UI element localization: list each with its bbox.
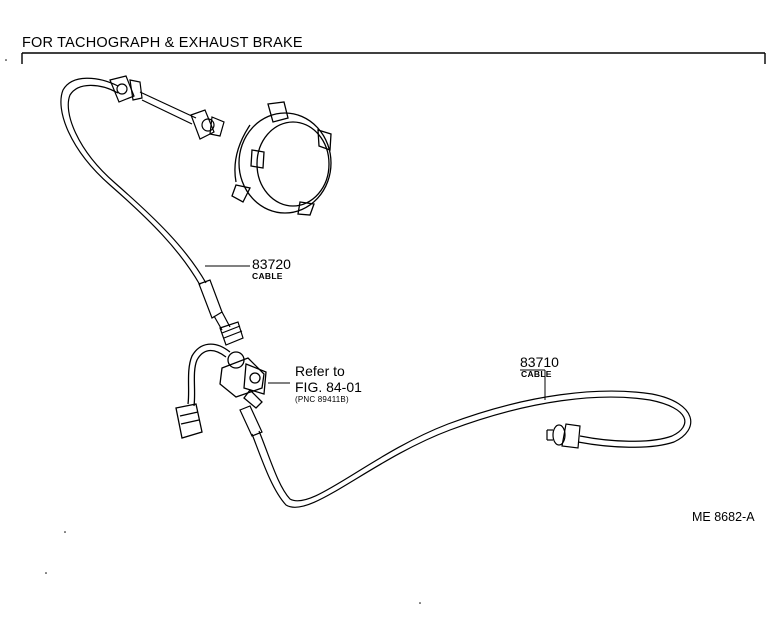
part-name-83720: CABLE: [252, 271, 283, 281]
scan-specks: [5, 59, 421, 604]
part-number-83720: 83720: [252, 256, 291, 272]
cable-83720: [60, 75, 244, 346]
reference-line-3: (PNC 89411B): [295, 395, 349, 404]
diagram-title: FOR TACHOGRAPH & EXHAUST BRAKE: [22, 35, 303, 51]
reference-line-2: FIG. 84-01: [295, 379, 362, 395]
reference-line-1: Refer to: [295, 363, 345, 379]
tachograph-meter: [231, 101, 332, 216]
drawing-code: ME 8682-A: [692, 510, 755, 524]
sensor-assembly: [175, 343, 267, 439]
cable-83710: [239, 390, 692, 508]
part-number-83710: 83710: [520, 354, 559, 370]
title-frame: [21, 52, 766, 64]
leader-lines: [205, 265, 546, 400]
part-name-83710: CABLE: [521, 369, 552, 379]
